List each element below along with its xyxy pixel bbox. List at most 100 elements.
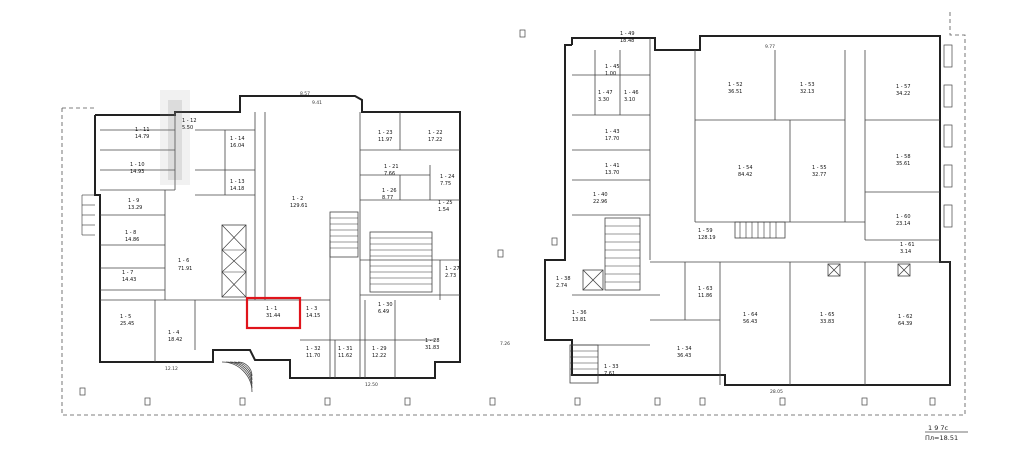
lift-right: [582, 263, 911, 291]
room-area: 7.61: [604, 371, 615, 377]
room-area: 23.14: [896, 221, 910, 227]
room-id: 1 - 63: [698, 286, 713, 292]
room-id: 1 - 38: [556, 276, 571, 282]
room-id: 1 - 13: [230, 179, 245, 185]
stair-entry: [221, 361, 253, 393]
dim-left-top: 8.57: [300, 91, 310, 97]
site-boundary: [61, 10, 966, 416]
room-area: 32.77: [812, 172, 826, 178]
plan-stamp: 1 9 7с Пл=18.51: [925, 424, 968, 442]
room-area: 22.96: [593, 199, 607, 205]
room-id: 1 - 60: [896, 214, 911, 220]
room-id: 1 - 64: [743, 312, 758, 318]
room-id: 1 - 4: [168, 330, 179, 336]
room-area: 64.39: [898, 321, 912, 327]
room-id: 1 - 8: [125, 230, 136, 236]
right-outer-wall: [544, 35, 951, 386]
room-id: 1 - 41: [605, 163, 620, 169]
room-id: 1 - 7: [122, 270, 133, 276]
room-id: 1 - 26: [382, 188, 397, 194]
room-id: 1 - 55: [812, 165, 827, 171]
room-id: 1 - 22: [428, 130, 443, 136]
scan-smudge: [160, 90, 190, 185]
room-area: 1.54: [438, 207, 449, 213]
room-area: 17.22: [428, 137, 442, 143]
room-id: 1 - 49: [620, 31, 635, 37]
room-area: 2.74: [556, 283, 567, 289]
room-area: 35.61: [896, 161, 910, 167]
room-area: 11.70: [306, 353, 320, 359]
room-id: 1 - 58: [896, 154, 911, 160]
room-id: 1 - 12: [182, 118, 197, 124]
room-area: 11.97: [378, 137, 392, 143]
room-id: 1 - 47: [598, 90, 613, 96]
room-area: 12.22: [372, 353, 386, 359]
room-id: 1 - 24: [440, 174, 455, 180]
room-area: 13.70: [605, 170, 619, 176]
room-area: 17.70: [605, 136, 619, 142]
room-area: 1.00: [605, 71, 616, 77]
room-id: 1 - 40: [593, 192, 608, 198]
stair-west: [81, 194, 95, 236]
room-id: 1 - 6: [178, 258, 189, 264]
room-area: 3.10: [624, 97, 635, 103]
right-room-labels: 1 - 49 18.48 1 - 47 3.30 1 - 46 3.10 1 -…: [556, 31, 915, 377]
room-id: 1 - 57: [896, 84, 911, 90]
room-id: 1 - 53: [800, 82, 815, 88]
room-id: 1 - 32: [306, 346, 321, 352]
room-area: 14.93: [130, 169, 144, 175]
left-building: [81, 90, 461, 393]
room-id: 1 - 54: [738, 165, 753, 171]
room-id: 1 - 9: [128, 198, 139, 204]
room-id: 1 - 36: [572, 310, 587, 316]
room-id-highlighted: 1 - 1: [266, 306, 277, 312]
room-area: 14.43: [122, 277, 136, 283]
room-id: 1 - 5: [120, 314, 131, 320]
room-id: 1 - 45: [605, 64, 620, 70]
room-id: 1 - 65: [820, 312, 835, 318]
room-area: 32.13: [800, 89, 814, 95]
highlighted-room-outline[interactable]: [245, 296, 302, 330]
room-area: 14.18: [230, 186, 244, 192]
room-area: 18.42: [168, 337, 182, 343]
room-area: 13.81: [572, 317, 586, 323]
dim-right-bottom: 28.05: [770, 389, 783, 395]
room-area: 129.61: [290, 203, 308, 209]
dim-left-b2: 12.50: [365, 382, 378, 388]
room-area: 8.77: [382, 195, 393, 201]
room-area: 33.83: [820, 319, 834, 325]
room-id: 1 - 25: [438, 200, 453, 206]
footings: [79, 29, 936, 406]
room-id: 1 - 2: [292, 196, 303, 202]
room-id: 1 - 14: [230, 136, 245, 142]
room-area: 128.19: [698, 235, 716, 241]
room-area: 14.86: [125, 237, 139, 243]
right-building: [544, 35, 953, 386]
room-area: 25.45: [120, 321, 134, 327]
room-area: 34.22: [896, 91, 910, 97]
room-id: 1 - 43: [605, 129, 620, 135]
room-id: 1 - 10: [130, 162, 145, 168]
room-id: 1 - 46: [624, 90, 639, 96]
stair-left-a: [221, 224, 247, 298]
room-id: 1 - 34: [677, 346, 692, 352]
room-area: 16.04: [230, 143, 244, 149]
room-area: 31.83: [425, 345, 439, 351]
room-id: 1 - 3: [306, 306, 317, 312]
room-area-highlighted: 31.44: [266, 313, 280, 319]
room-id: 1 - 23: [378, 130, 393, 136]
room-area: 13.29: [128, 205, 142, 211]
room-area: 36.51: [728, 89, 742, 95]
room-area: 14.79: [135, 134, 149, 140]
room-id: 1 - 33: [604, 364, 619, 370]
room-id: 1 - 61: [900, 242, 915, 248]
room-area: 7.66: [384, 171, 395, 177]
room-id: 1 - 28: [425, 338, 440, 344]
room-id: 1 - 29: [372, 346, 387, 352]
left-outer-wall: [94, 95, 461, 379]
room-id: 1 - 21: [384, 164, 399, 170]
stair-right-c: [569, 344, 599, 384]
room-area: 14.15: [306, 313, 320, 319]
room-id: 1 - 27: [445, 266, 460, 272]
dim-left-mid: 9.41: [312, 100, 322, 106]
